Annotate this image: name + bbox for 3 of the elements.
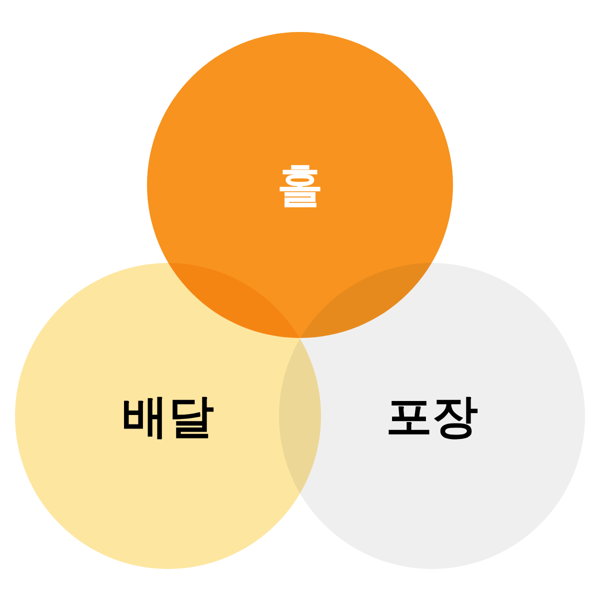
circle-label: 배달 [122, 393, 214, 439]
circle-label: 홀 [277, 162, 323, 208]
circle-label: 포장 [386, 393, 478, 439]
